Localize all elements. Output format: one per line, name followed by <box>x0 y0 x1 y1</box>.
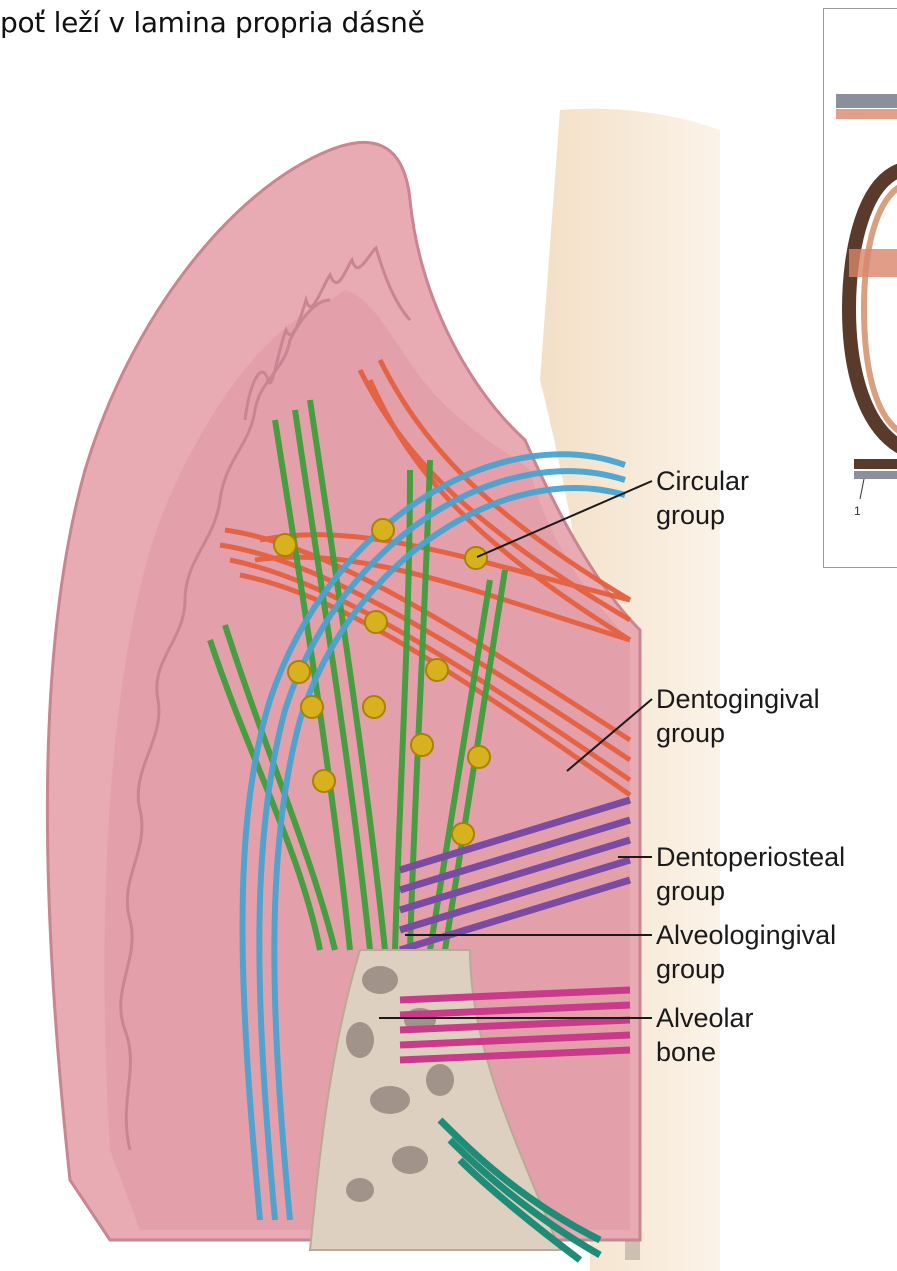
label-alveolar-line1: Alveolar <box>656 1001 754 1035</box>
label-dentogingival-line1: Dentogingival <box>656 682 820 716</box>
inset-leader <box>860 479 864 499</box>
label-circular-line1: Circular <box>656 464 749 498</box>
label-alveologingival-line1: Alveologingival <box>656 918 836 952</box>
label-circular-group: Circular group <box>656 464 749 532</box>
inset-figure: 1 <box>823 8 897 568</box>
inset-bottom-bar <box>854 459 897 469</box>
label-circular-line2: group <box>656 498 749 532</box>
inset-ring-dark <box>849 169 897 449</box>
label-dentogingival-group: Dentogingival group <box>656 682 820 750</box>
label-dentogingival-line2: group <box>656 716 820 750</box>
label-dentoperiosteal-group: Dentoperiosteal group <box>656 840 845 908</box>
inset-pink-bar <box>836 109 897 119</box>
inset-bottom-gray <box>854 471 897 479</box>
label-alveolar-bone: Alveolar bone <box>656 1001 754 1069</box>
label-dentoperiosteal-line1: Dentoperiosteal <box>656 840 845 874</box>
inset-digit: 1 <box>854 504 861 518</box>
label-alveologingival-line2: group <box>656 952 836 986</box>
inset-illustration: 1 <box>824 9 897 568</box>
inset-orange-bar <box>849 249 897 277</box>
inset-gray-bar <box>836 94 897 108</box>
label-alveologingival-group: Alveologingival group <box>656 918 836 986</box>
label-dentoperiosteal-line2: group <box>656 874 845 908</box>
label-alveolar-line2: bone <box>656 1035 754 1069</box>
